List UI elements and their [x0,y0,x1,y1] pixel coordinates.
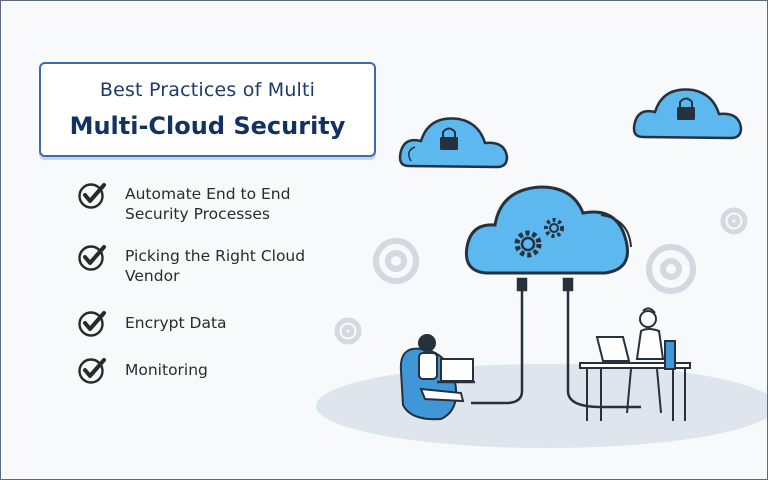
gear-icon [334,317,362,345]
laptop-icon [437,358,475,384]
laptop-icon [595,336,631,362]
check-circle-icon [78,245,106,271]
practice-label-line: Monitoring [125,361,208,379]
lock-icon [677,97,695,120]
practice-label-line: Encrypt Data [125,314,227,332]
practice-label: Encrypt Data [125,313,365,333]
check-circle-icon [78,311,106,337]
practice-label-line: Vendor [125,267,180,285]
practice-label: Picking the Right Cloud Vendor [125,246,365,286]
practice-label: Automate End to End Security Processes [125,184,365,224]
title-line-2: Multi-Cloud Security [69,112,346,140]
check-circle-icon [78,183,106,209]
lock-icon [440,127,458,150]
practice-label-line: Security Processes [125,205,270,223]
gear-icon [646,244,696,294]
check-circle-icon [78,358,106,384]
cloud-icon [464,185,632,275]
gear-icon [720,207,748,235]
practice-label-line: Picking the Right Cloud [125,247,306,265]
practice-label: Monitoring [125,360,365,380]
practice-label-line: Automate End to End [125,185,291,203]
title-box: Best Practices of Multi Multi-Cloud Secu… [39,62,376,157]
title-line-1: Best Practices of Multi [99,79,316,101]
ground-shadow [316,364,767,448]
person-with-laptop [399,334,475,421]
desk-workstation [579,307,691,421]
gear-icon [373,238,419,284]
gear-icon [514,218,564,258]
